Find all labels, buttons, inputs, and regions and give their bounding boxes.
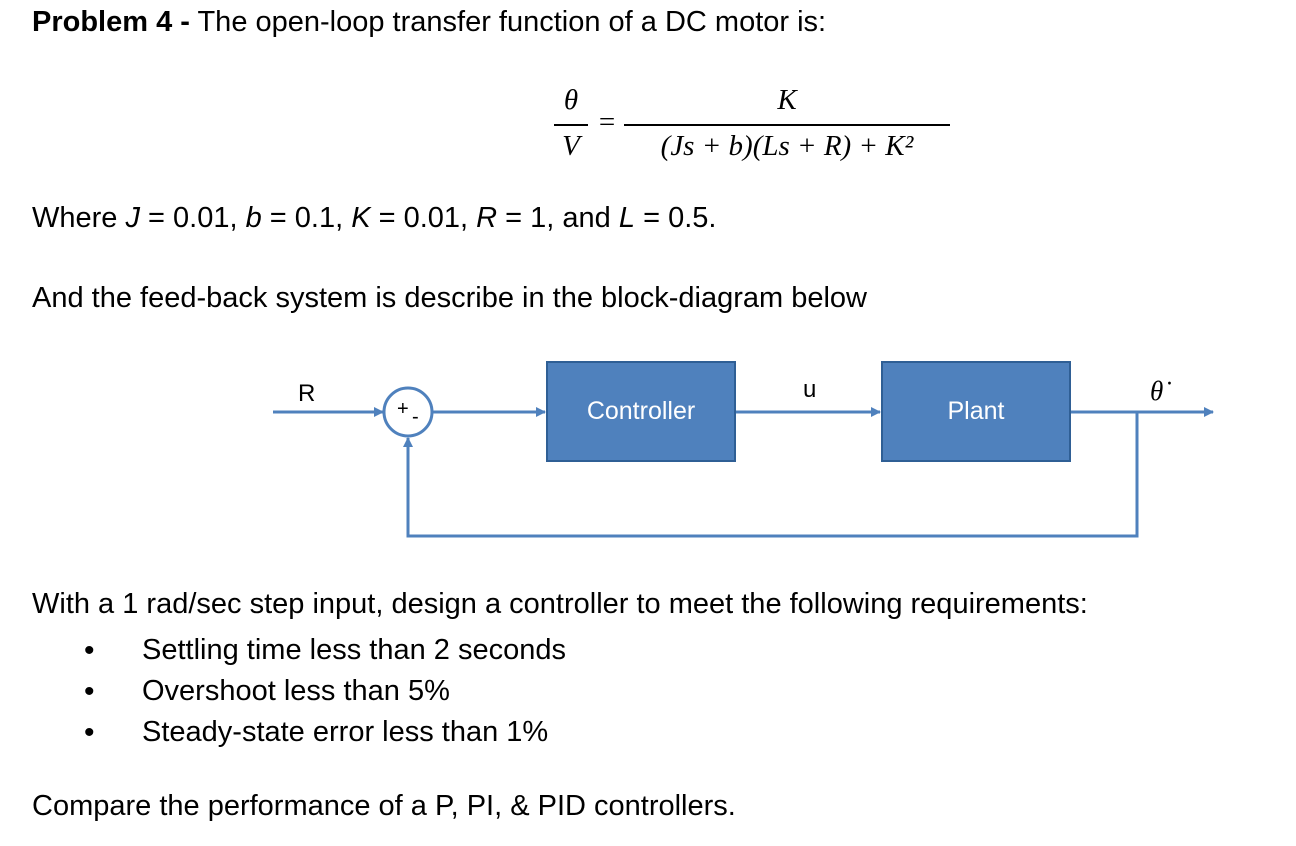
param-L: L [618, 202, 636, 234]
plant-block: Plant [881, 361, 1071, 462]
list-item: Overshoot less than 5% [80, 671, 566, 712]
rhs-denominator: (Js + b)(Ls + R) + K² [660, 130, 914, 162]
feedback-wire [403, 412, 1139, 538]
design-instructions: With a 1 rad/sec step input, design a co… [32, 588, 1088, 620]
lhs-denominator: V [562, 130, 580, 162]
requirements-list: Settling time less than 2 seconds Oversh… [80, 630, 566, 753]
rhs-numerator: K [777, 84, 797, 116]
comparison-instructions: Compare the performance of a P, PI, & PI… [32, 790, 736, 822]
param-K: K [351, 202, 371, 234]
transfer-function-equation: θ V = K (Js + b)(Ls + R) + K² [550, 84, 960, 174]
sum-minus-sign: - [412, 406, 419, 428]
block-diagram: R + - Controller u Plant θ̇ [0, 350, 1296, 550]
output-label-theta-dot: θ̇ [1150, 376, 1164, 406]
input-label-R: R [298, 380, 316, 407]
problem-intro: The open-loop transfer function of a DC … [189, 6, 827, 38]
parameter-values: Where J = 0.01, b = 0.1, K = 0.01, R = 1… [32, 202, 717, 234]
list-item: Steady-state error less than 1% [80, 712, 566, 753]
equals-sign: = [598, 106, 616, 138]
problem-statement: Problem 4 - The open-loop transfer funct… [32, 6, 826, 39]
diagram-wires [273, 386, 1214, 538]
problem-label: Problem 4 - [32, 6, 190, 38]
param-b: b [245, 202, 262, 234]
param-J: J [125, 202, 140, 234]
lhs-fraction-bar [554, 124, 588, 126]
controller-block: Controller [546, 361, 736, 462]
list-item: Settling time less than 2 seconds [80, 630, 566, 671]
param-R: R [476, 202, 498, 234]
feedback-description: And the feed-back system is describe in … [32, 282, 867, 314]
signal-label-u: u [803, 376, 817, 403]
rhs-fraction-bar [624, 124, 950, 126]
sum-plus-sign: + [397, 398, 409, 420]
lhs-numerator: θ [563, 84, 579, 116]
